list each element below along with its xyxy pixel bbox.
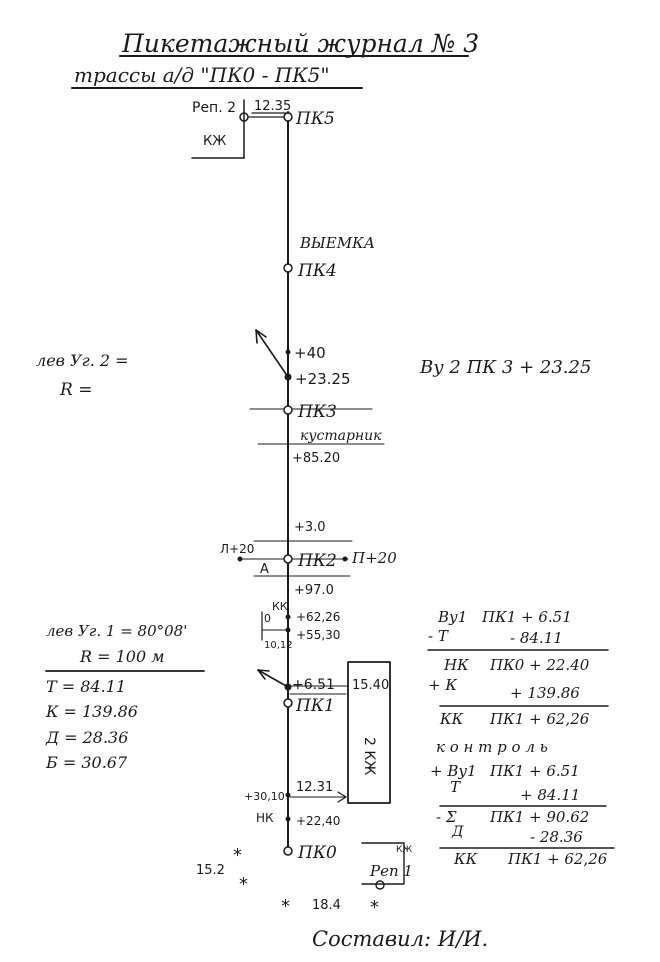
nk-dot <box>285 816 291 822</box>
nk-label: НК <box>256 811 274 825</box>
calc-r2a: - Т <box>428 627 449 645</box>
rep1-outline <box>361 842 405 885</box>
plus651-label: +6.51 <box>292 677 335 693</box>
calc-r3b: ПК0 + 22.40 <box>489 656 590 674</box>
mark-152-label: 15.2 <box>196 863 225 878</box>
plus2240-label: +22,40 <box>296 814 340 828</box>
calc-r2b: - 84.11 <box>510 629 563 647</box>
calc-control: к о н т р о л ь <box>436 738 548 756</box>
plus3010-dot <box>285 792 291 798</box>
rep1-kzh: КЖ <box>396 845 412 855</box>
angle1-line1: лев Уг. 1 = 80°08' <box>46 622 187 640</box>
rep1-point <box>375 880 385 890</box>
plus6226-label: +62,26 <box>296 610 340 624</box>
right20-dot <box>342 556 348 562</box>
calc-r10a: Д <box>451 824 464 840</box>
angle2-direction <box>255 329 289 378</box>
pk2-marker <box>283 554 293 564</box>
calc-r4b: + 139.86 <box>510 684 580 702</box>
plus2325-label: +23.25 <box>295 370 351 388</box>
rep1-label: Реп 1 <box>369 862 413 880</box>
angle2-line1: лев Уг. 2 = <box>36 351 129 370</box>
angle2-arrowhead <box>255 329 267 344</box>
calc-r11b: ПК1 + 62,26 <box>507 850 608 868</box>
star-mark-2: * <box>239 874 248 895</box>
calc-r9a: - Σ <box>436 808 457 826</box>
kk-label: КК <box>272 600 288 613</box>
plus5530-dot <box>285 627 291 633</box>
calc-r4a: + К <box>428 676 457 694</box>
calc-r10b: - 28.36 <box>530 828 583 846</box>
calc-r11a: КК <box>453 850 478 868</box>
plus1231-label: 12.31 <box>296 780 333 795</box>
left20-dot <box>237 556 243 562</box>
plus8520-label: +85.20 <box>292 451 340 466</box>
mark-184-label: 18.4 <box>312 898 341 913</box>
signature: Составил: И/И. <box>312 927 488 951</box>
page-title: Пикетажный журнал № 3 <box>121 29 479 58</box>
kustarnik-label: кустарник <box>300 428 382 444</box>
calc-r3a: НК <box>443 656 469 674</box>
pk4-label: ПК4 <box>297 261 337 281</box>
angle1-line2: R = 100 м <box>79 647 165 666</box>
calc-r7b: ПК1 + 6.51 <box>489 762 580 780</box>
page-subtitle: трассы а/д "ПК0 - ПК5" <box>74 63 330 87</box>
angle1-arrowhead <box>257 669 270 680</box>
a-mark: А <box>260 562 269 577</box>
angle1-t: Т = 84.11 <box>46 677 126 696</box>
pk1-marker <box>283 698 293 708</box>
calc-r9b: ПК1 + 90.62 <box>489 808 589 826</box>
kk-dot <box>285 614 291 620</box>
star-mark-1: * <box>233 845 242 866</box>
rep2-value: 12.35 <box>254 99 291 114</box>
rep2-kzh: КЖ <box>203 134 226 149</box>
building-arrow <box>337 791 347 803</box>
calc-r1b: ПК1 + 6.51 <box>481 608 572 626</box>
plus3010-label: +30,10 <box>244 790 285 803</box>
calc-r8b: + 84.11 <box>520 786 580 804</box>
angle1-b: Б = 30.67 <box>45 753 128 772</box>
plus40-dot <box>285 349 291 355</box>
plus970-label: +97.0 <box>294 583 334 598</box>
pk0-label: ПК0 <box>297 843 337 863</box>
building-label: 2 КЖ <box>361 737 377 775</box>
pk4-marker <box>283 263 293 273</box>
angle1-k: К = 139.86 <box>45 702 138 721</box>
b1540-label: 15.40 <box>352 678 389 693</box>
calc-r1a: Ву1 <box>437 608 467 626</box>
left20-label: Л+20 <box>220 542 254 556</box>
angle1-d: Д = 28.36 <box>45 728 128 747</box>
vu2-note: Ву 2 ПК 3 + 23.25 <box>419 357 591 378</box>
pk5-marker <box>283 112 293 122</box>
angle2-line2: R = <box>59 380 92 400</box>
vyemka-label: ВЫЕМКА <box>299 234 375 252</box>
building-outline <box>347 661 391 804</box>
plus30-label: +3.0 <box>294 520 326 535</box>
v1012-label: 10,12 <box>264 640 293 651</box>
calc-r5b: ПК1 + 62,26 <box>489 710 590 728</box>
plus40-label: +40 <box>294 344 326 362</box>
pk1-label: ПК1 <box>295 696 335 716</box>
angle1-direction <box>257 669 289 688</box>
right20-label: П+20 <box>351 549 397 567</box>
plus5530-label: +55,30 <box>296 628 340 642</box>
rep2-label: Реп. 2 <box>192 100 236 116</box>
calc-r5a: КК <box>439 710 464 728</box>
calc-r8a: Т <box>450 778 461 796</box>
pk3-label: ПК3 <box>297 402 337 422</box>
star-mark-3: * <box>281 896 290 917</box>
pk0-marker <box>283 846 293 856</box>
zero-mark: 0 <box>264 612 271 625</box>
pk3-marker <box>283 405 293 415</box>
calc-r7a: + Ву1 <box>430 762 477 780</box>
pk2-label: ПК2 <box>297 551 337 571</box>
pk5-label: ПК5 <box>295 109 335 129</box>
star-mark-4: * <box>370 897 379 918</box>
